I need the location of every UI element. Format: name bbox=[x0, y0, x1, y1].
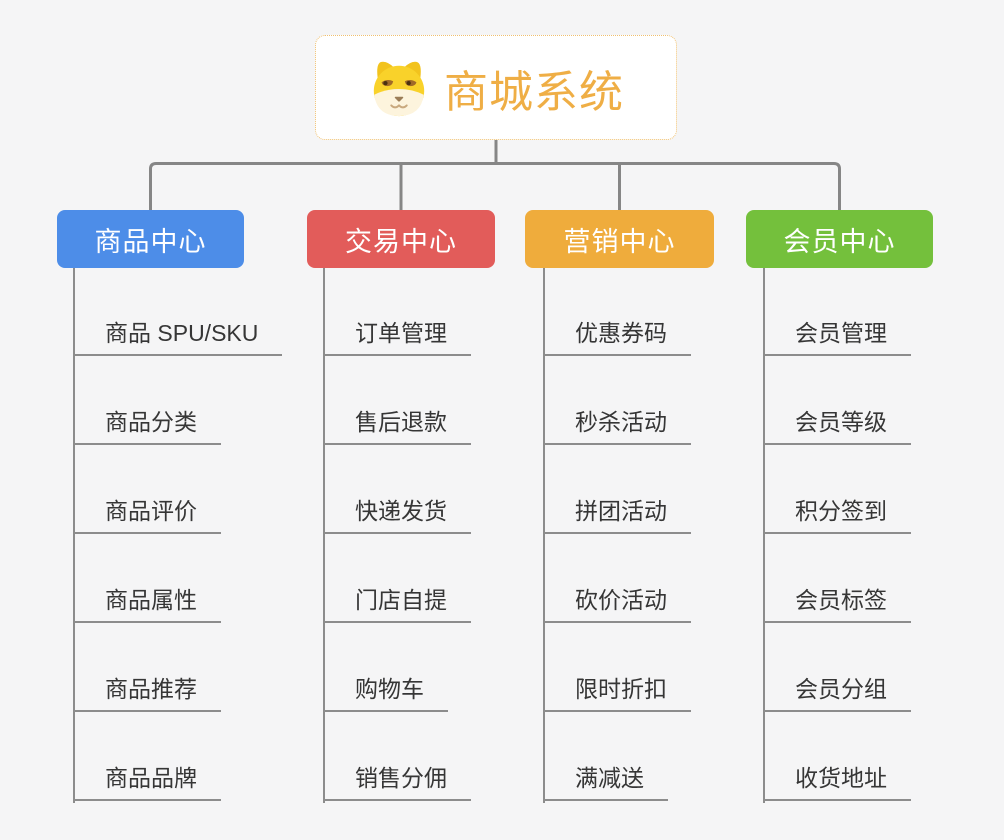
subtopic[interactable]: 商品 SPU/SKU bbox=[73, 318, 283, 356]
subtopic[interactable]: 商品分类 bbox=[73, 407, 221, 445]
subtopic[interactable]: 会员标签 bbox=[763, 585, 911, 623]
root-title: 商城系统 bbox=[444, 67, 624, 117]
subtopic[interactable]: 商品属性 bbox=[73, 585, 221, 623]
subtopic[interactable]: 商品品牌 bbox=[73, 763, 221, 801]
subtopic[interactable]: 会员等级 bbox=[763, 407, 911, 445]
branch-label: 交易中心 bbox=[345, 226, 457, 257]
subtopic[interactable]: 订单管理 bbox=[323, 318, 471, 356]
subtopic[interactable]: 砍价活动 bbox=[543, 585, 691, 623]
subtopic[interactable]: 会员分组 bbox=[763, 674, 911, 712]
branch-spine bbox=[543, 268, 545, 803]
subtopic[interactable]: 会员管理 bbox=[763, 318, 911, 356]
branch-label: 商品中心 bbox=[94, 226, 207, 257]
subtopic[interactable]: 积分签到 bbox=[763, 496, 911, 534]
branch-spine bbox=[323, 268, 325, 803]
subtopic[interactable]: 满减送 bbox=[543, 763, 668, 801]
subtopic[interactable]: 商品推荐 bbox=[73, 674, 221, 712]
subtopic[interactable]: 限时折扣 bbox=[543, 674, 691, 712]
subtopic[interactable]: 优惠券码 bbox=[543, 318, 691, 356]
subtopic[interactable]: 拼团活动 bbox=[543, 496, 691, 534]
subtopic[interactable]: 门店自提 bbox=[323, 585, 471, 623]
branch-member-center[interactable]: 会员中心 bbox=[746, 210, 933, 268]
branch-spine bbox=[73, 268, 75, 803]
branch-trade-center[interactable]: 交易中心 bbox=[307, 210, 495, 268]
doge-icon bbox=[373, 61, 425, 116]
subtopic[interactable]: 售后退款 bbox=[323, 407, 471, 445]
branch-marketing-center[interactable]: 营销中心 bbox=[525, 210, 714, 268]
branch-label: 会员中心 bbox=[783, 226, 896, 257]
branch-spine bbox=[763, 268, 765, 803]
subtopic[interactable]: 收货地址 bbox=[763, 763, 911, 801]
subtopic[interactable]: 购物车 bbox=[323, 674, 448, 712]
subtopic[interactable]: 秒杀活动 bbox=[543, 407, 691, 445]
subtopic[interactable]: 商品评价 bbox=[73, 496, 221, 534]
subtopic[interactable]: 销售分佣 bbox=[323, 763, 471, 801]
branch-product-center[interactable]: 商品中心 bbox=[57, 210, 244, 268]
root-topic[interactable]: 商城系统 bbox=[315, 35, 677, 140]
subtopic[interactable]: 快递发货 bbox=[323, 496, 471, 534]
branch-label: 营销中心 bbox=[563, 226, 676, 257]
